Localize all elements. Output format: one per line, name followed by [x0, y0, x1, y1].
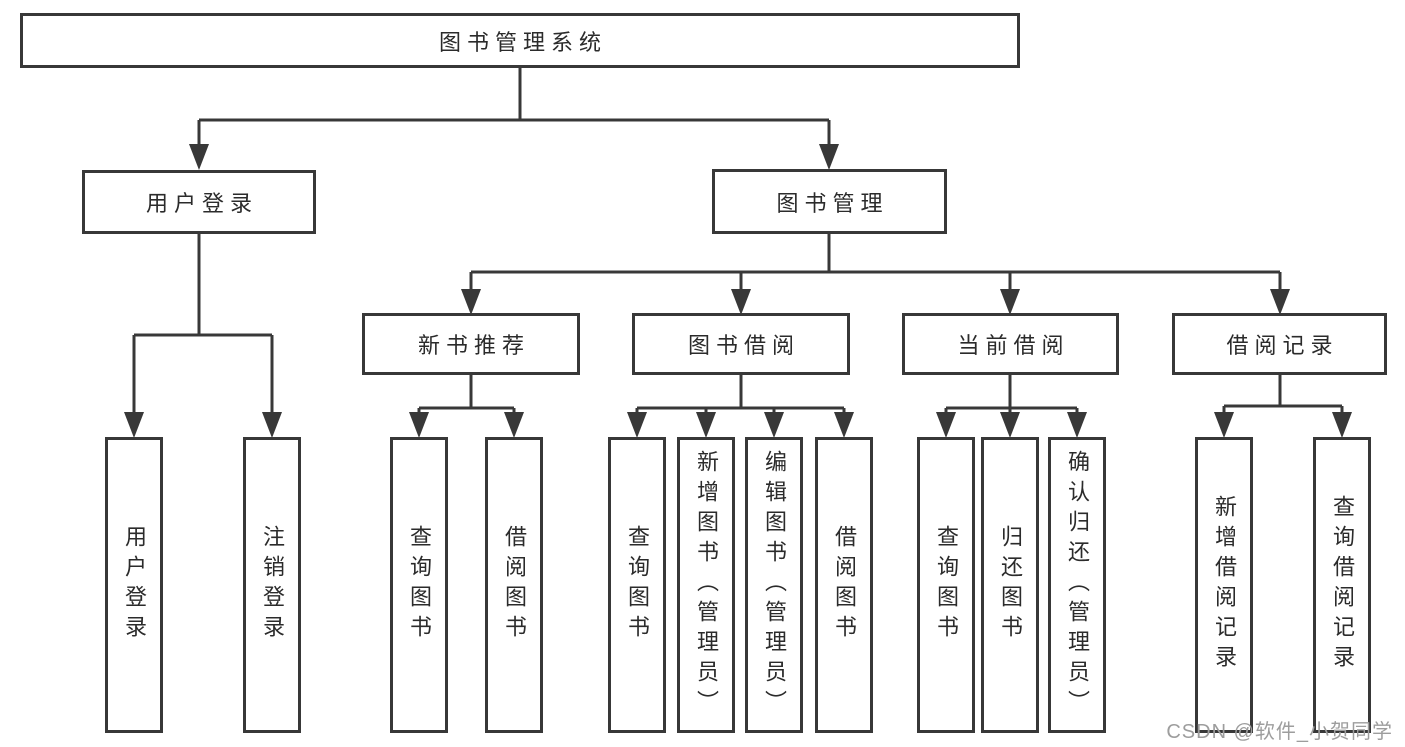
node-current-borrow: 当前借阅: [902, 313, 1119, 375]
leaf-borrow-books-label: 借阅图书: [832, 525, 857, 645]
leaf-query-books: 查询图书: [390, 437, 448, 733]
arrowheads: [124, 144, 1352, 438]
leaf-borrow-books: 借阅图书: [485, 437, 543, 733]
node-book-management: 图书管理: [712, 169, 947, 234]
leaf-borrow-books: 借阅图书: [815, 437, 873, 733]
node-new-book-recommend: 新书推荐: [362, 313, 580, 375]
connector-borrowrecords-to-leaves: [1222, 375, 1344, 416]
connector-currentborrow-to-leaves: [944, 375, 1079, 416]
leaf-query-books: 查询图书: [608, 437, 666, 733]
connector-bookmgmt-to-level3: [469, 234, 1282, 293]
leaf-user-login-label: 用户登录: [122, 525, 147, 645]
leaf-return-book-label: 归还图书: [998, 525, 1023, 645]
leaf-logout: 注销登录: [243, 437, 301, 733]
connector-bookborrow-to-leaves: [635, 375, 846, 416]
leaf-edit-book-admin: 编辑图书（管理员）: [745, 437, 803, 733]
connector-newbooks-to-leaves: [417, 375, 516, 416]
leaf-borrow-books-label: 借阅图书: [502, 525, 527, 645]
leaf-add-book-admin-label: 新增图书（管理员）: [694, 450, 719, 720]
node-user-login: 用户登录: [82, 170, 316, 234]
node-borrow-records: 借阅记录: [1172, 313, 1387, 375]
leaf-confirm-return-admin: 确认归还（管理员）: [1048, 437, 1106, 733]
leaf-confirm-return-admin-label: 确认归还（管理员）: [1065, 450, 1090, 720]
connector-root-to-level2: [197, 68, 831, 148]
watermark: CSDN @软件_小贺同学: [1166, 721, 1393, 743]
leaf-user-login: 用户登录: [105, 437, 163, 733]
leaf-edit-book-admin-label: 编辑图书（管理员）: [762, 450, 787, 720]
leaf-add-borrow-record: 新增借阅记录: [1195, 437, 1253, 733]
leaf-logout-label: 注销登录: [260, 525, 285, 645]
leaf-query-borrow-record-label: 查询借阅记录: [1330, 495, 1355, 675]
leaf-query-books-label: 查询图书: [407, 525, 432, 645]
leaf-query-borrow-record: 查询借阅记录: [1313, 437, 1371, 733]
leaf-add-borrow-record-label: 新增借阅记录: [1212, 495, 1237, 675]
leaf-return-book: 归还图书: [981, 437, 1039, 733]
node-book-borrow: 图书借阅: [632, 313, 850, 375]
leaf-query-books-label: 查询图书: [934, 525, 959, 645]
node-root: 图书管理系统: [20, 13, 1020, 68]
leaf-query-books: 查询图书: [917, 437, 975, 733]
connector-userlogin-to-leaves: [132, 234, 274, 416]
leaf-add-book-admin: 新增图书（管理员）: [677, 437, 735, 733]
leaf-query-books-label: 查询图书: [625, 525, 650, 645]
